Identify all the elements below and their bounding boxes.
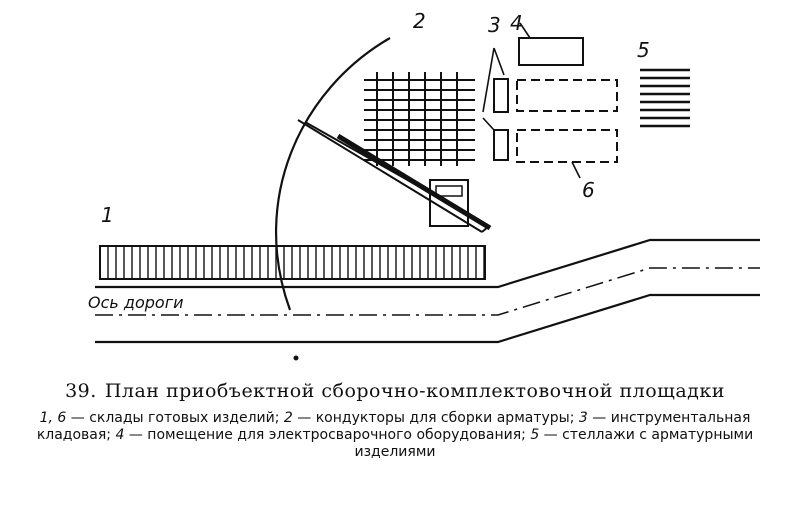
legend-text: — кондукторы для сборки арматуры;: [292, 410, 579, 426]
road-axis-label: Ось дороги: [88, 293, 184, 312]
label-1: 1: [101, 203, 114, 227]
tower-crane: [297, 119, 492, 233]
legend-num: 1, 6: [39, 410, 67, 426]
warehouse-1: [99, 245, 486, 280]
label-6: 6: [582, 178, 595, 202]
legend-num: 5: [530, 427, 540, 443]
legend-text: — стеллажи с арматурными изделиями: [354, 427, 754, 460]
legend-text: — помещение для электросварочного оборуд…: [124, 427, 531, 443]
site-plan-drawing: 1 2 3 4 5 6 Ось дороги: [88, 9, 760, 361]
legend-num: 3: [578, 410, 588, 426]
tool-storage-3: [482, 47, 509, 161]
road-dot: [293, 355, 299, 361]
crane-swing-arc: [275, 37, 391, 311]
road-edge-top: [95, 238, 760, 289]
assembly-jigs-2: [364, 72, 475, 166]
label-5: 5: [637, 38, 650, 62]
label-3: 3: [488, 13, 501, 37]
figure-title: План приобъектной сборочно-комплектовочн…: [104, 380, 725, 402]
road-axis-line: [95, 267, 760, 316]
figure-caption-title: 39. План приобъектной сборочно-комплектов…: [0, 380, 790, 402]
figure-legend: 1, 6 — склады готовых изделий; 2 — конду…: [18, 410, 772, 461]
racks-5: [640, 68, 690, 128]
road-edge-bottom: [95, 293, 760, 344]
figure-number: 39.: [65, 380, 97, 402]
legend-num: 4: [115, 427, 125, 443]
label-4: 4: [510, 11, 523, 35]
legend-num: 2: [283, 410, 293, 426]
legend-text: — инструментальная кладовая;: [36, 410, 751, 443]
welding-room-4: [518, 37, 584, 66]
label-2: 2: [413, 9, 426, 33]
legend-text: — склады готовых изделий;: [66, 410, 284, 426]
warehouse-6: [516, 79, 618, 163]
